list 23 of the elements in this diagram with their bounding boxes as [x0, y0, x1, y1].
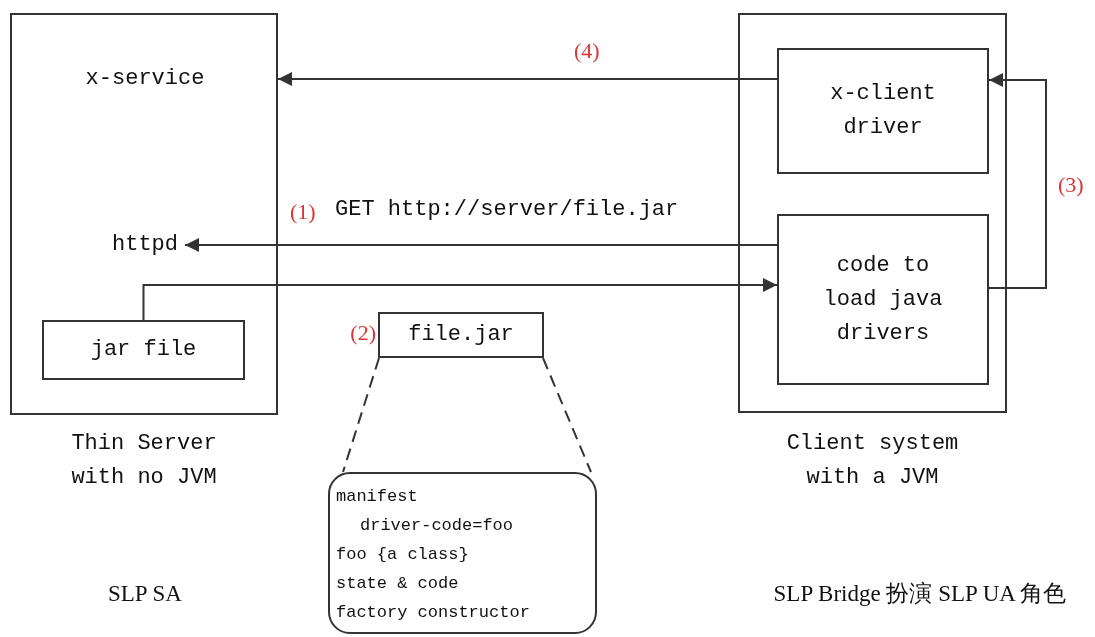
dashed-line [342, 357, 380, 473]
edge-label: GET http://server/file.jar [335, 197, 679, 222]
process-box: x-client driver [777, 48, 989, 174]
process-box: file.jar [378, 312, 544, 358]
service-label: x-service [12, 58, 278, 100]
arrow [988, 73, 1047, 289]
arrow [184, 238, 778, 252]
role-label: SLP SA [107, 580, 183, 608]
code-line: factory constructor [336, 602, 531, 624]
system-caption: Thin Server with no JVM [70, 430, 218, 492]
code-line: manifest [336, 486, 419, 508]
system-caption: Client system with a JVM [785, 430, 960, 492]
arrow [277, 72, 778, 86]
arrow [142, 278, 778, 321]
code-line: foo {a class} [336, 544, 470, 566]
jar-contents-box [328, 472, 597, 634]
dashed-line [542, 357, 592, 473]
code-line: driver-code=foo [359, 515, 515, 537]
process-box: jar file [42, 320, 245, 380]
code-line: state & code [336, 573, 460, 595]
process-box: code to load java drivers [777, 214, 989, 385]
role-label: SLP Bridge 扮演 SLP UA 角色 [772, 580, 1068, 608]
service-label: httpd [105, 228, 185, 262]
